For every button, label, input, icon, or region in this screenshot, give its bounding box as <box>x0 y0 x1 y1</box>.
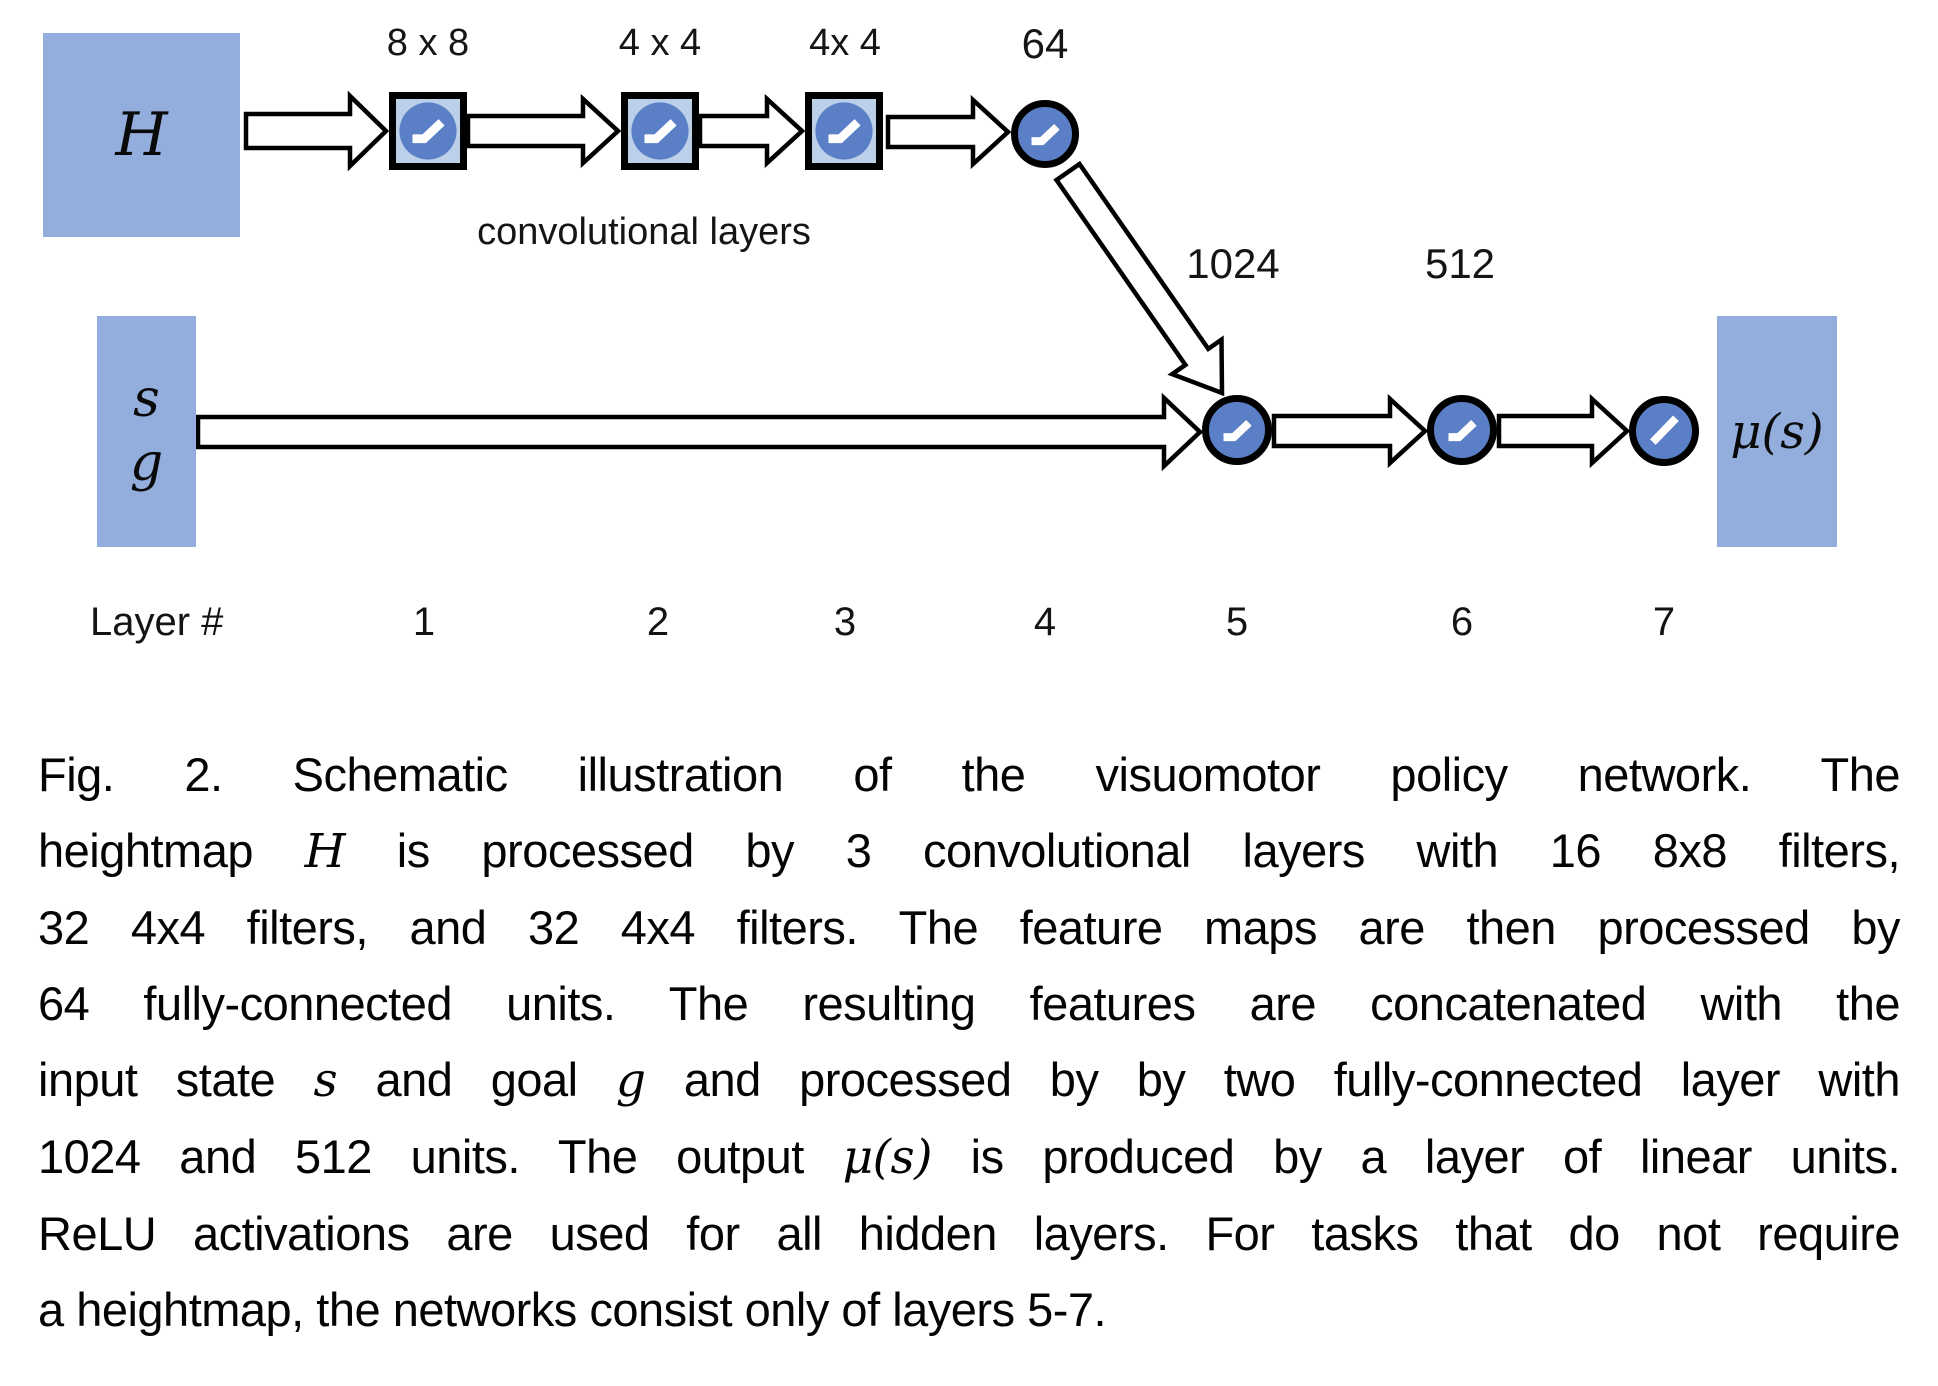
conv-layers-caption: convolutional layers <box>477 211 811 253</box>
caption-text: 64 fully-connected units. The resulting … <box>38 977 1901 1030</box>
arrow-sg-to-fc1024 <box>195 392 1204 472</box>
policy-output-block: μ(s) <box>1717 316 1837 547</box>
relu-icon <box>1031 123 1060 146</box>
caption-text: 1024 and 512 units. The output <box>38 1130 843 1183</box>
fc512-units-label: 512 <box>1424 240 1496 287</box>
heightmap-label: H <box>115 100 168 170</box>
caption-text: Fig. 2. Schematic illustration of the vi… <box>38 748 1901 801</box>
conv-layer-2-box <box>621 92 699 170</box>
fc64-node <box>1011 100 1079 168</box>
relu-icon <box>399 102 457 160</box>
caption-line: a heightmap, the networks consist only o… <box>38 1272 1900 1348</box>
math-symbol: s <box>313 1053 338 1108</box>
network-diagram: H 8 x 8 4 x 4 4x 4 64 convolutional laye… <box>0 0 1938 690</box>
caption-line: 32 4x4 filters, and 32 4x4 filters. The … <box>38 890 1901 966</box>
caption-text: heightmap <box>38 824 305 877</box>
fc64-units-label: 64 <box>1021 20 1069 67</box>
layer-number-row: Layer # 1 2 3 4 5 6 7 <box>0 600 1938 646</box>
arrow-fc64-to-fc1024 <box>1053 160 1225 397</box>
arrow-conv2-to-conv3 <box>697 93 806 169</box>
layer-number-1: 1 <box>412 600 436 644</box>
layer-number-4: 4 <box>1033 600 1057 644</box>
fc1024-node <box>1202 395 1272 465</box>
fc1024-units-label: 1024 <box>1186 240 1280 287</box>
conv-layer-1-box <box>389 92 467 170</box>
caption-line: 1024 and 512 units. The output μ(s) is p… <box>38 1119 1901 1196</box>
layer-number-7: 7 <box>1652 600 1676 644</box>
fc512-node <box>1427 395 1497 465</box>
arrow-fc1024-to-fc512 <box>1271 393 1429 469</box>
arrow-conv1-to-conv2 <box>465 93 622 169</box>
caption-text: is processed by 3 convolutional layers w… <box>345 824 1901 877</box>
figure-caption: Fig. 2. Schematic illustration of the vi… <box>38 737 1901 1348</box>
filter-size-label-1: 8 x 8 <box>386 22 470 64</box>
math-symbol: μ(s) <box>842 1130 933 1185</box>
arrow-conv3-to-fc64 <box>885 94 1012 170</box>
caption-line: ReLU activations are used for all hidden… <box>38 1196 1901 1272</box>
conv-layer-3-box <box>805 92 883 170</box>
arrow-h-to-conv1 <box>243 90 390 172</box>
output-linear-node <box>1629 396 1699 466</box>
layer-number-2: 2 <box>646 600 670 644</box>
relu-icon <box>1223 419 1252 442</box>
caption-text: and goal <box>337 1053 616 1106</box>
filter-size-label-3: 4x 4 <box>809 22 881 64</box>
relu-icon <box>1448 419 1477 442</box>
state-goal-input-block: s g <box>97 316 196 547</box>
caption-text: input state <box>38 1053 314 1106</box>
goal-label: g <box>129 432 164 493</box>
heightmap-input-block: H <box>43 33 240 237</box>
caption-text: 32 4x4 filters, and 32 4x4 filters. The … <box>38 901 1901 954</box>
layer-number-6: 6 <box>1450 600 1474 644</box>
arrow-fc512-to-output <box>1496 393 1631 469</box>
math-symbol: H <box>304 824 346 879</box>
layer-number-5: 5 <box>1225 600 1249 644</box>
relu-icon <box>631 102 689 160</box>
caption-text: a heightmap, the networks consist only o… <box>38 1283 1107 1336</box>
caption-line: Fig. 2. Schematic illustration of the vi… <box>38 737 1901 813</box>
caption-text: and processed by by two fully-connected … <box>645 1053 1901 1106</box>
policy-output-label: μ(s) <box>1730 403 1824 460</box>
relu-icon <box>815 102 873 160</box>
linear-icon <box>1650 415 1679 445</box>
math-symbol: g <box>615 1053 646 1108</box>
layer-number-3: 3 <box>833 600 857 644</box>
filter-size-label-2: 4 x 4 <box>618 22 702 64</box>
caption-line: input state s and goal g and processed b… <box>38 1042 1901 1119</box>
caption-text: ReLU activations are used for all hidden… <box>38 1207 1901 1260</box>
caption-text: is produced by a layer of linear units. <box>931 1130 1901 1183</box>
arrows-layer <box>195 90 1631 472</box>
layer-row-title: Layer # <box>90 600 224 644</box>
caption-line: 64 fully-connected units. The resulting … <box>38 966 1901 1042</box>
state-label: s <box>133 369 160 430</box>
caption-line: heightmap H is processed by 3 convolutio… <box>38 813 1901 890</box>
